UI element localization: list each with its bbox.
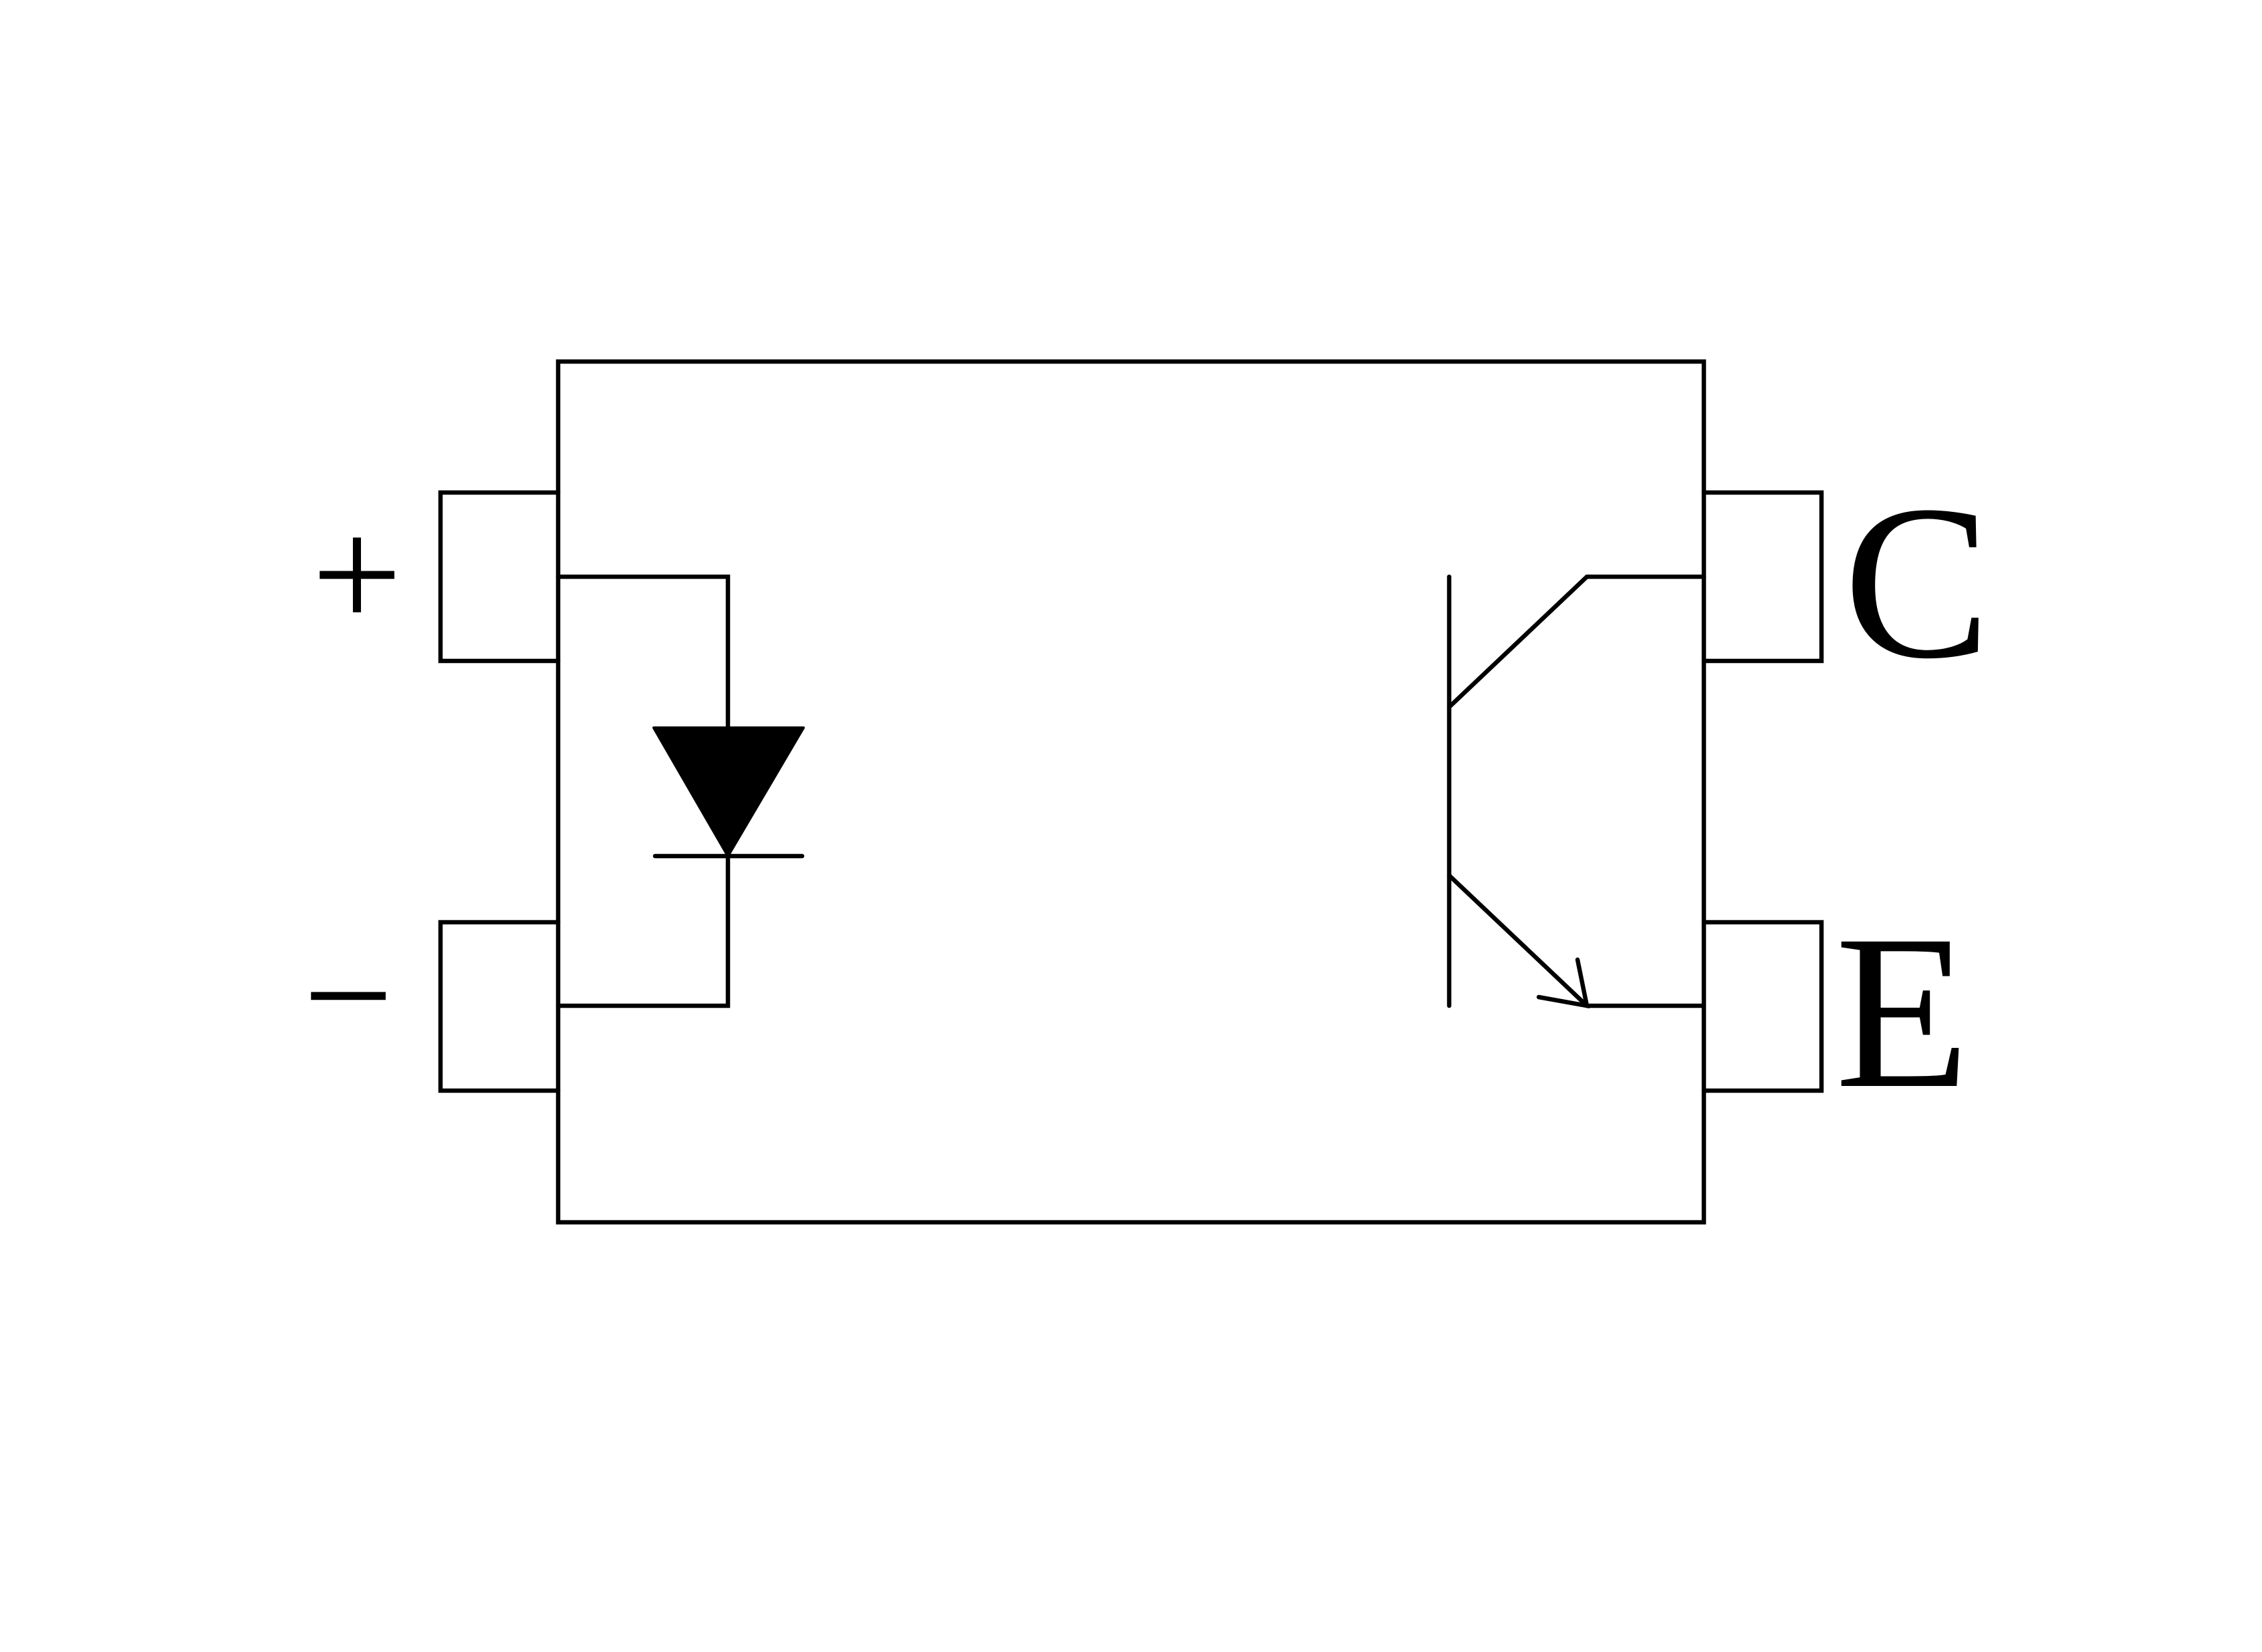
pin-emitter-box (1701, 920, 1824, 1093)
anode-wire (555, 574, 731, 730)
pin-cathode-box (438, 920, 561, 1093)
transistor-emitter-leg (1447, 873, 1590, 1008)
diode-triangle (652, 726, 805, 857)
pin-anode-box (438, 490, 561, 664)
anode-label: + (311, 485, 402, 663)
package-body (555, 359, 1707, 1225)
transistor-collector-leg (1447, 574, 1590, 710)
cathode-wire (555, 853, 731, 1008)
emitter-label: E (1835, 890, 1970, 1134)
collector-label: C (1844, 460, 1991, 704)
pin-collector-box (1701, 490, 1824, 664)
cathode-label: − (303, 906, 393, 1084)
